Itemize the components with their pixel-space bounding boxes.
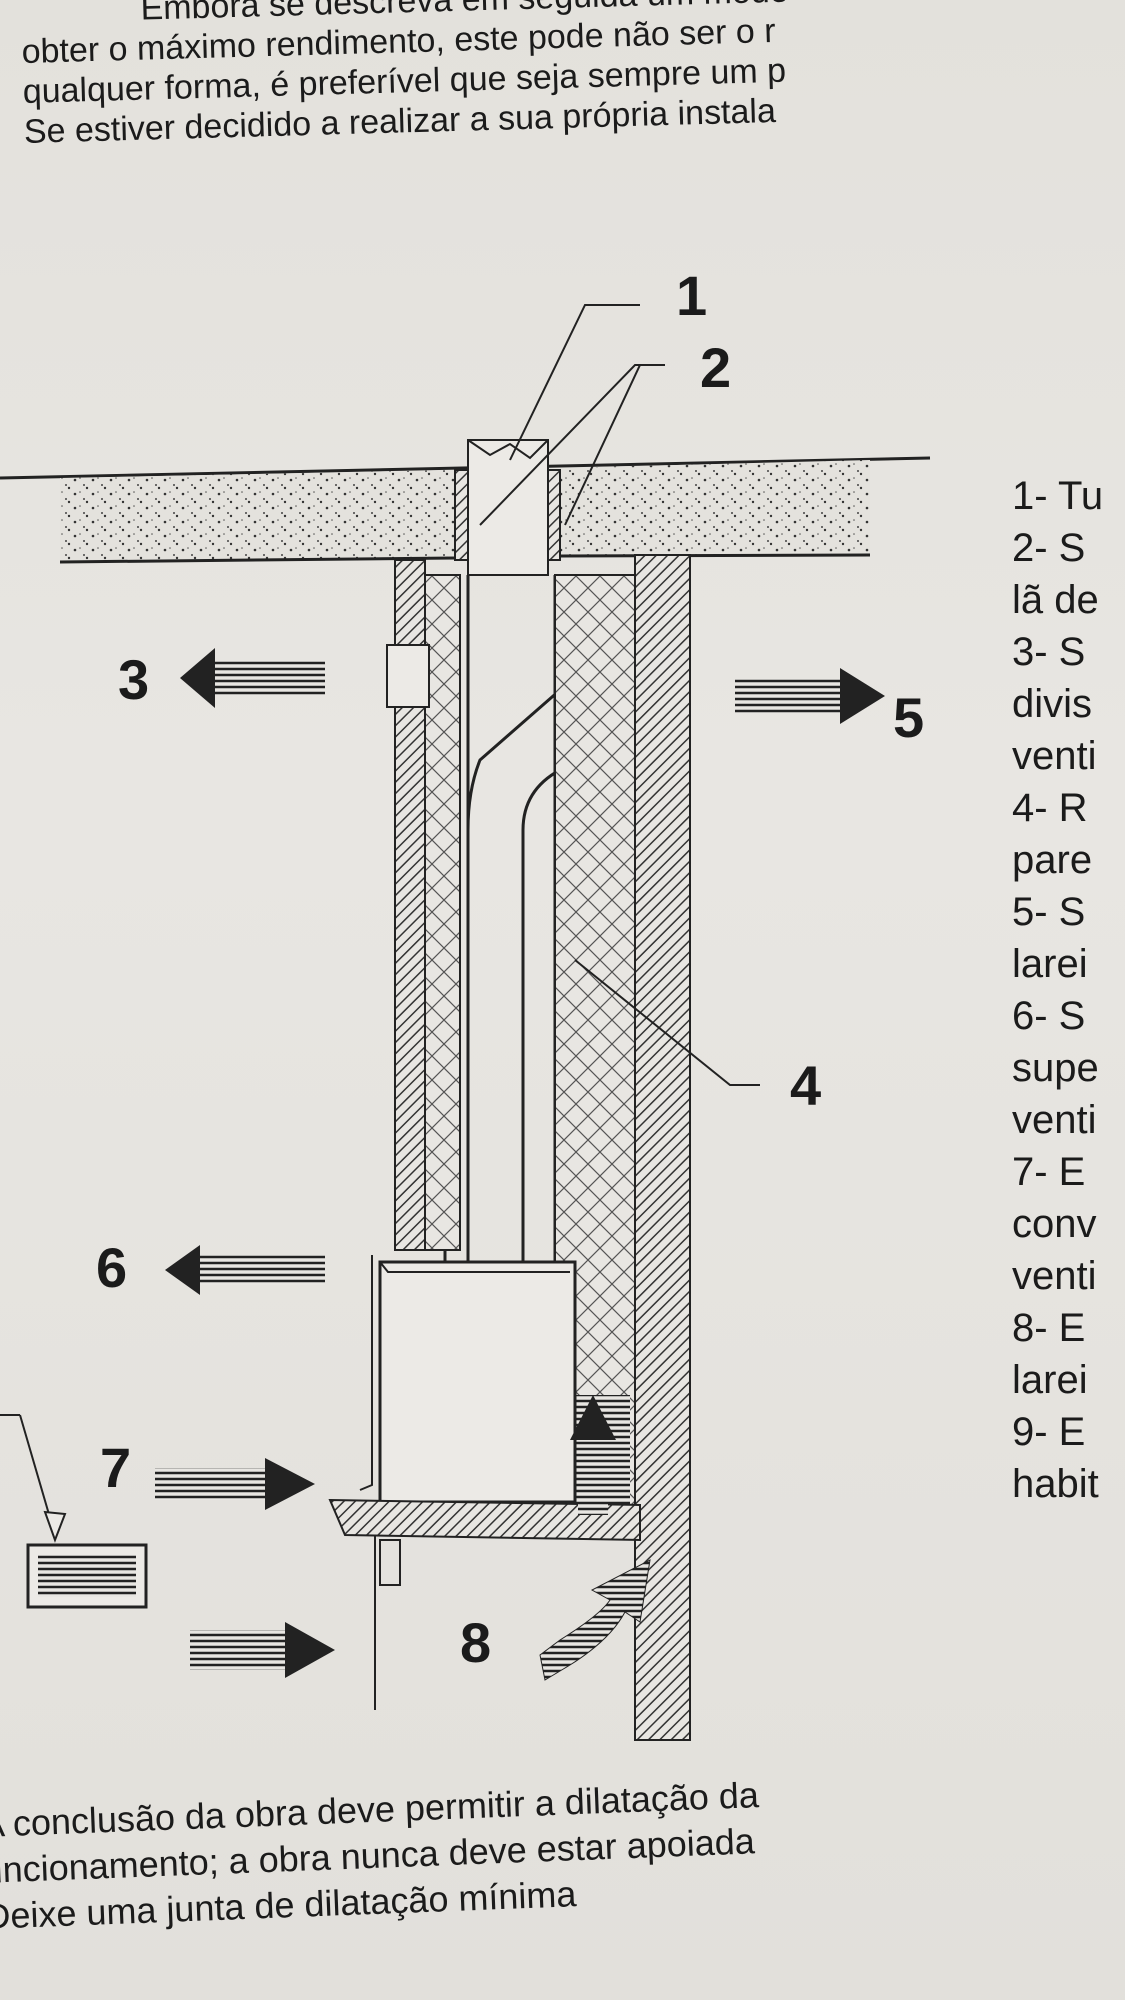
- arrow-up-inside: [570, 1395, 616, 1515]
- legend-line: 1- Tu: [1012, 474, 1104, 518]
- legend-line: supe: [1012, 1046, 1099, 1090]
- legend-line: 5- S: [1012, 890, 1086, 934]
- legend-line: divis: [1012, 682, 1093, 726]
- legend-line: habit: [1012, 1462, 1099, 1506]
- legend-line: 3- S: [1012, 630, 1086, 674]
- legend-list: 1- Tu 2- S lã de 3- S divis venti 4- R p…: [1012, 470, 1125, 1510]
- arrow-lower-right: [190, 1622, 335, 1678]
- ceiling-slab: [0, 456, 931, 564]
- vent-grille: [0, 1414, 148, 1609]
- arrow-7-right: [155, 1458, 315, 1510]
- legend-line: 7- E: [1012, 1150, 1086, 1194]
- legend-line: venti: [1012, 1098, 1097, 1142]
- arrow-5-right: [735, 668, 885, 724]
- legend-line: 9- E: [1012, 1410, 1086, 1454]
- arrow-6-left: [165, 1245, 325, 1295]
- left-wall: [386, 559, 461, 1251]
- right-wall: [554, 554, 691, 1741]
- callout-2: 2: [700, 336, 732, 399]
- legend-line: 6- S: [1012, 994, 1086, 1038]
- legend-line: larei: [1012, 1358, 1088, 1402]
- legend-line: lã de: [1012, 578, 1099, 622]
- legend-line: venti: [1012, 1254, 1097, 1298]
- legend-line: larei: [1012, 942, 1088, 986]
- callout-6: 6: [96, 1236, 128, 1299]
- leader-lines: [479, 304, 760, 1086]
- callout-8: 8: [460, 1611, 492, 1674]
- legend-line: 8- E: [1012, 1306, 1086, 1350]
- legend-line: 2- S: [1012, 526, 1086, 570]
- callout-7: 7: [100, 1436, 132, 1499]
- arrow-8-curved: [539, 1559, 651, 1681]
- legend-line: venti: [1012, 734, 1097, 778]
- legend-line: 4- R: [1012, 786, 1088, 830]
- callout-5: 5: [893, 686, 925, 749]
- callout-1: 1: [676, 264, 708, 327]
- callout-3: 3: [118, 648, 150, 711]
- legend-line: pare: [1012, 838, 1093, 882]
- arrow-3-left: [180, 648, 325, 708]
- callout-4: 4: [790, 1054, 822, 1117]
- fireplace-box: [328, 1255, 641, 1710]
- legend-line: conv: [1012, 1202, 1097, 1246]
